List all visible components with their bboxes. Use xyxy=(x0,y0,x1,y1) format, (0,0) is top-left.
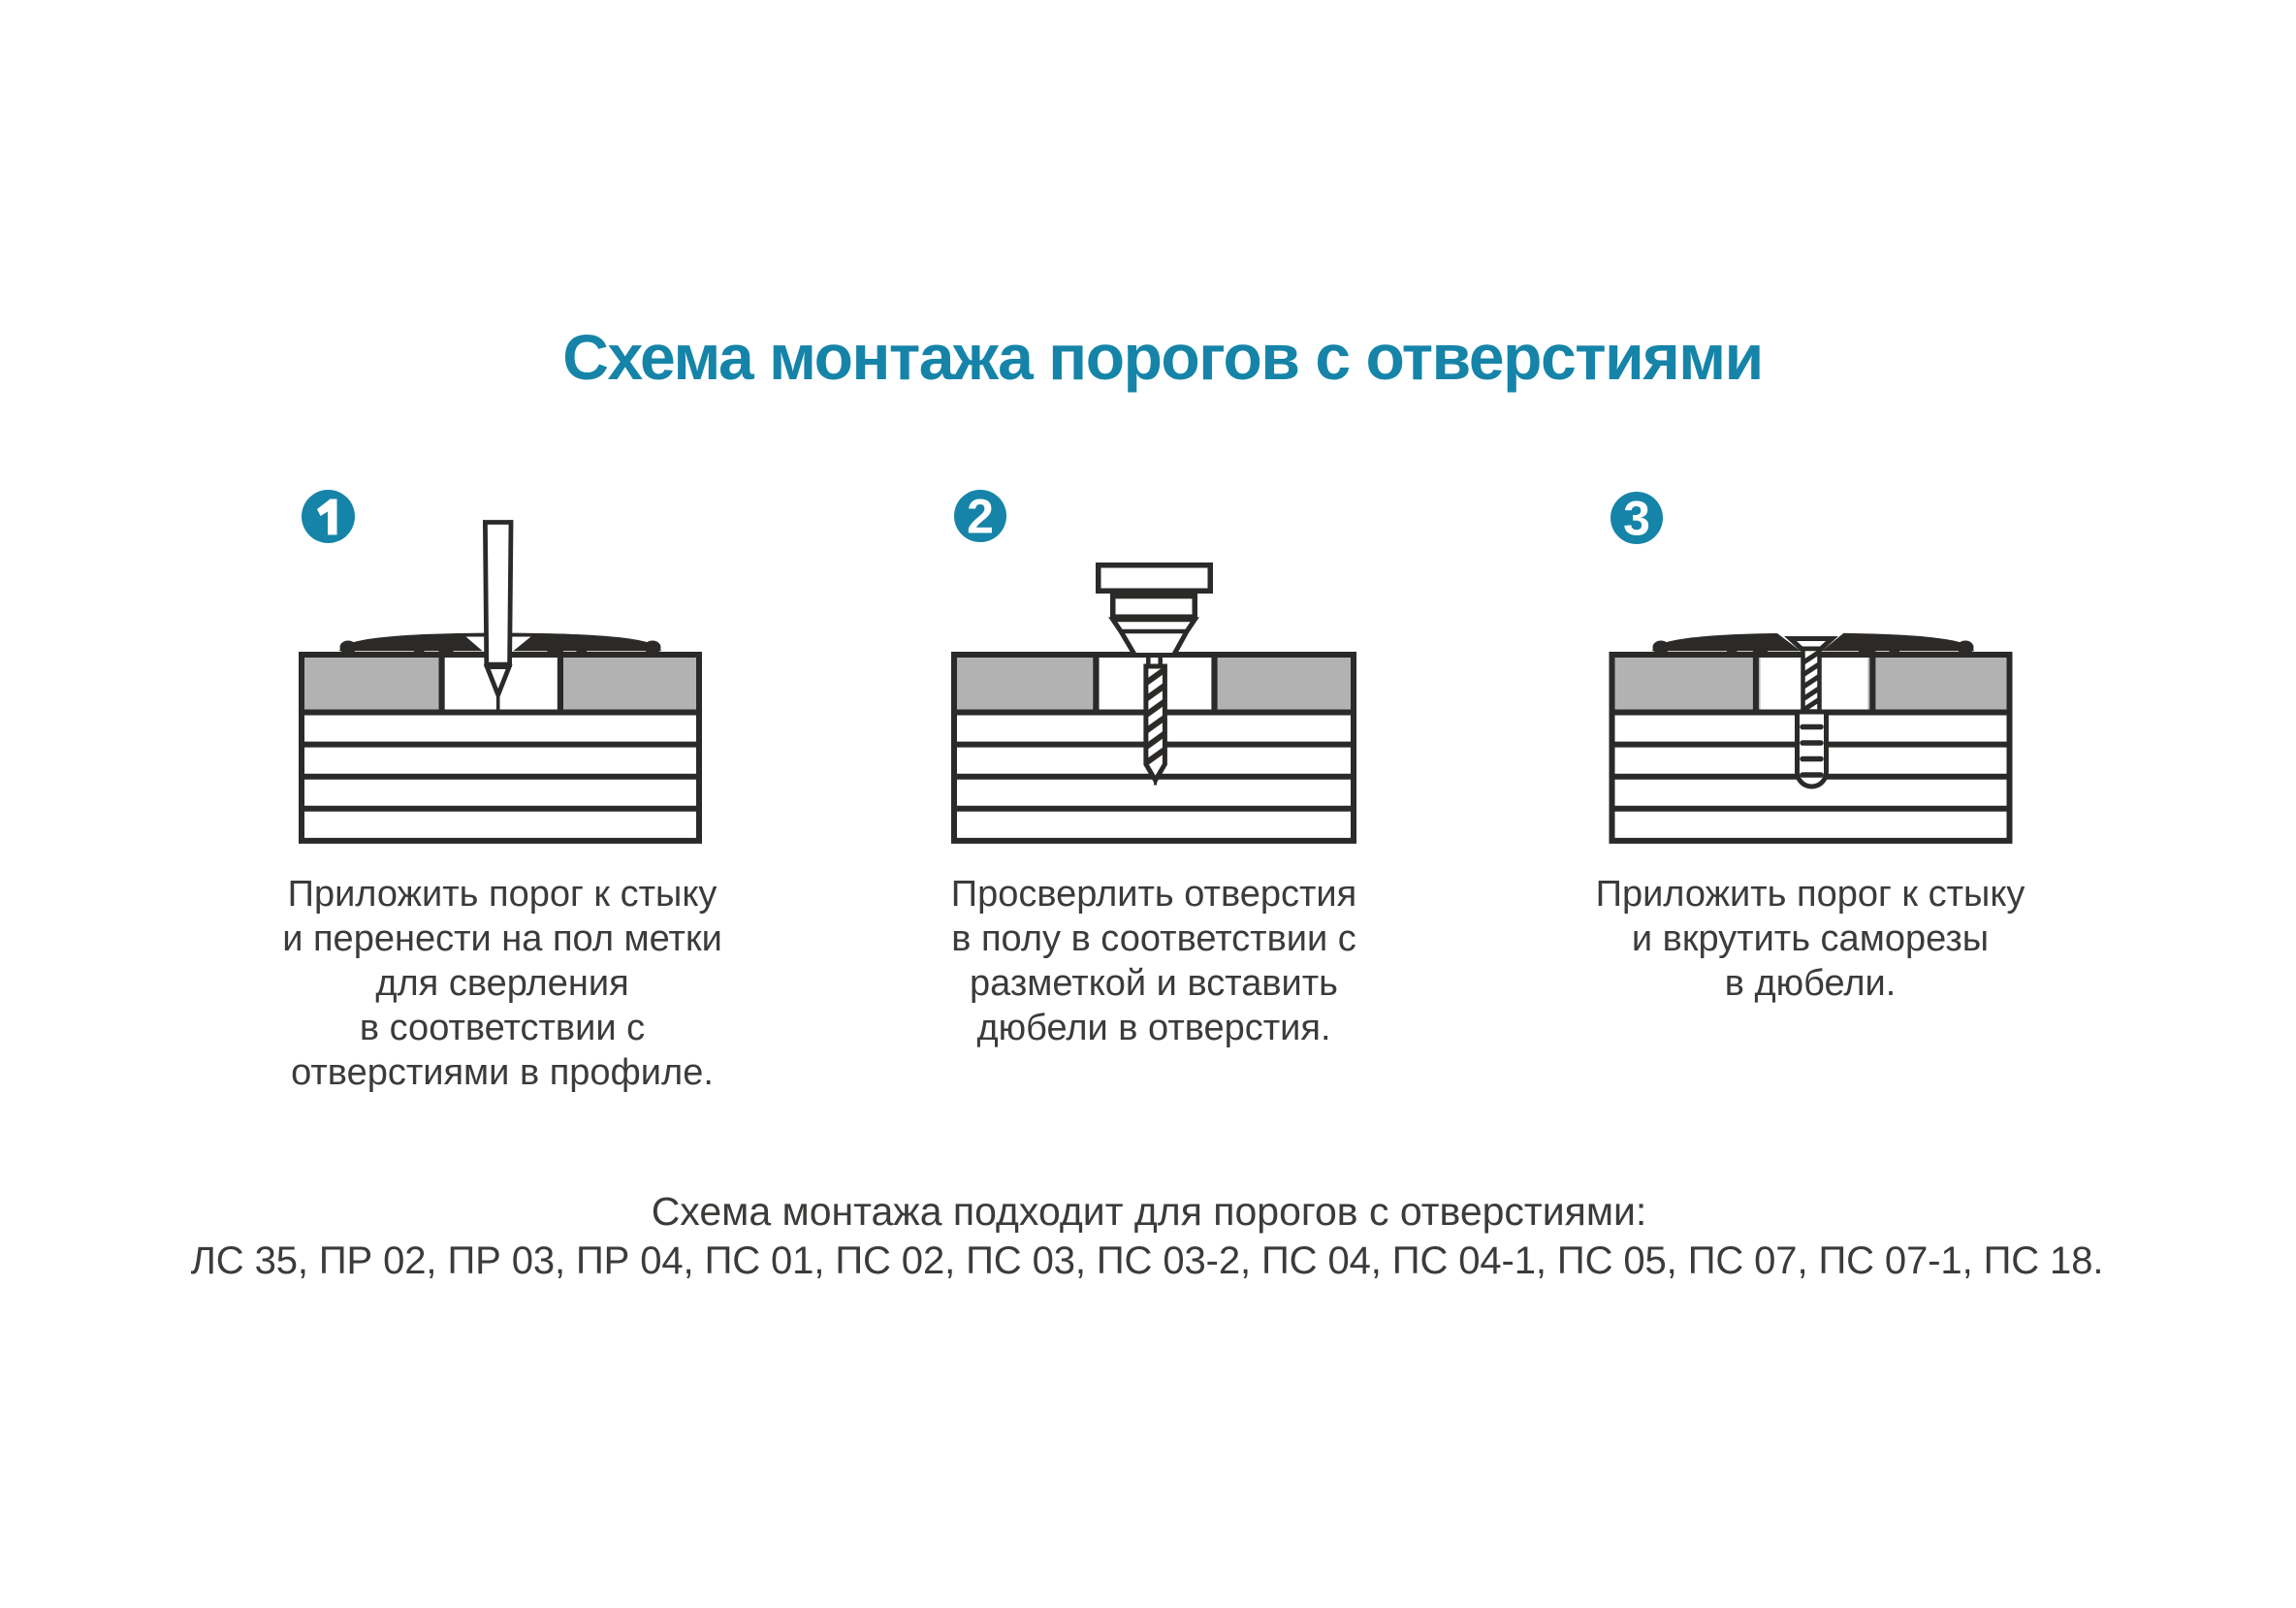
svg-text:3: 3 xyxy=(1623,491,1650,545)
svg-text:2: 2 xyxy=(967,489,994,543)
